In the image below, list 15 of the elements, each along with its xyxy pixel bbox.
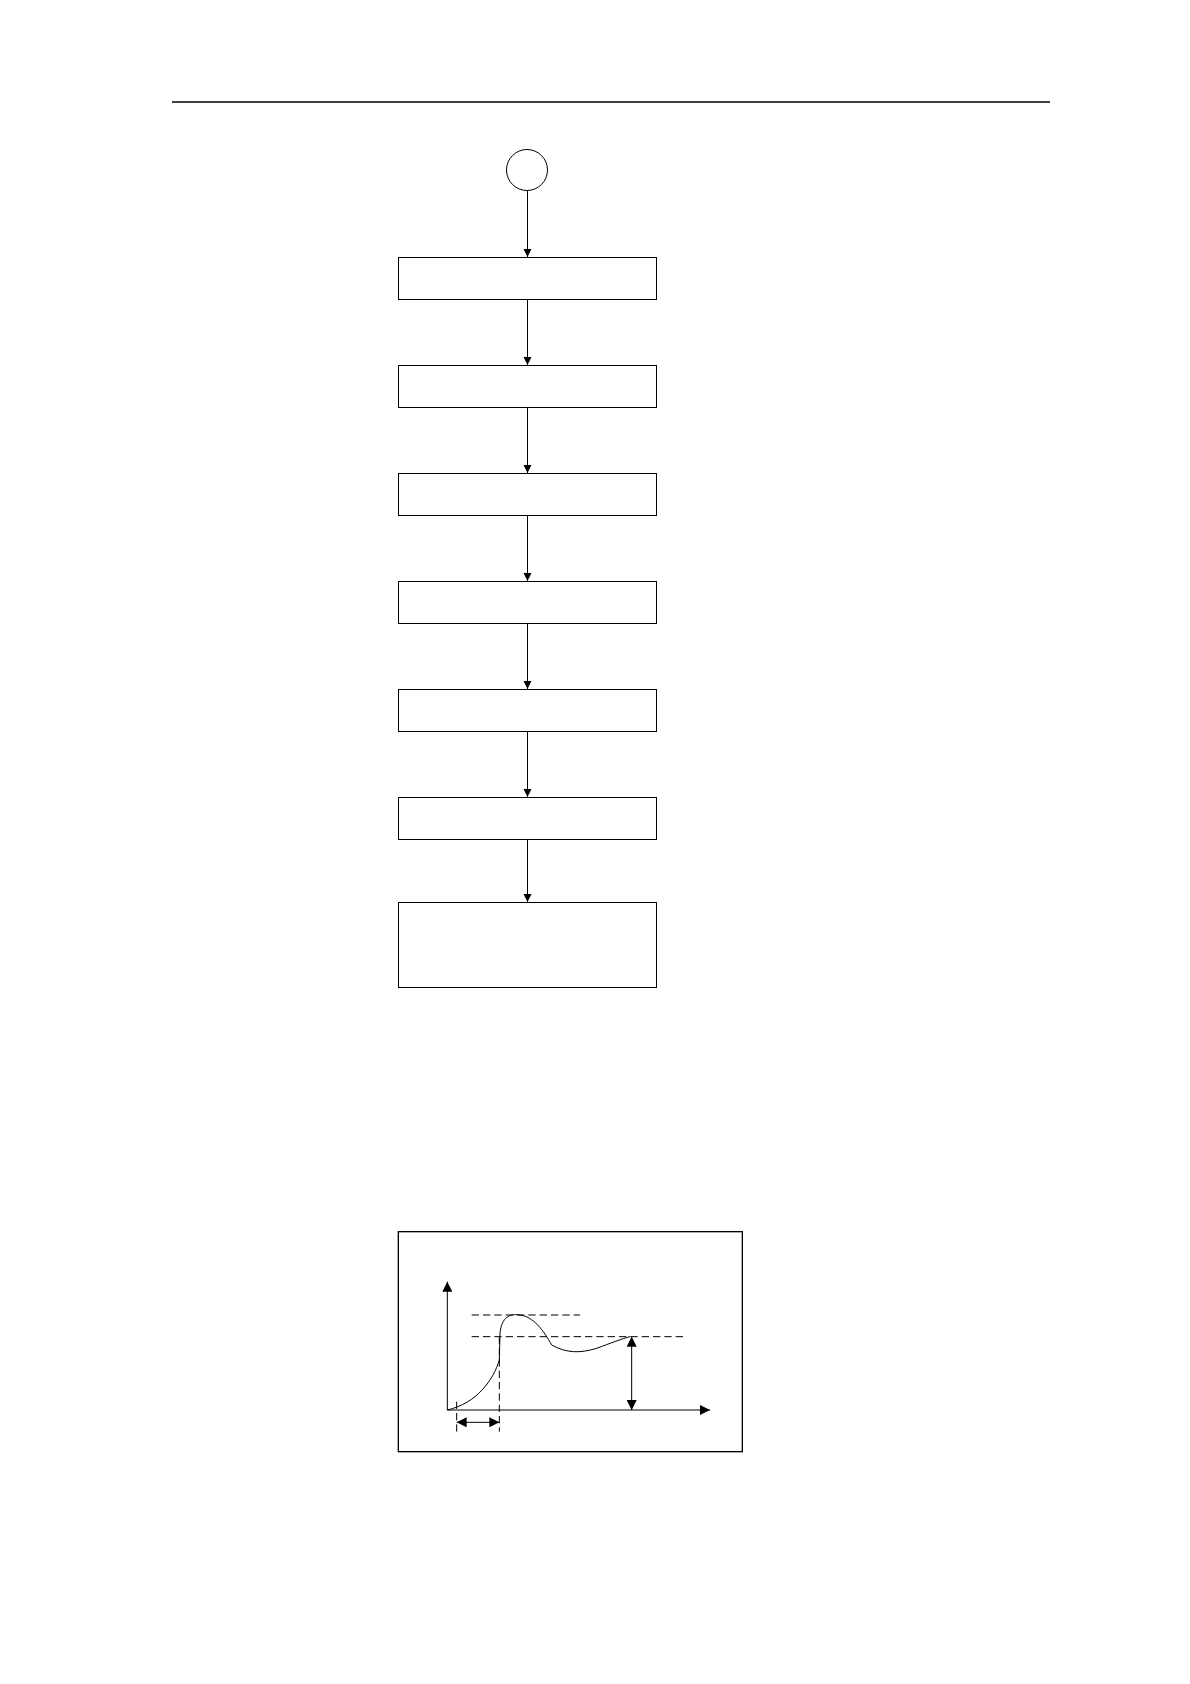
arrow — [523, 623, 532, 690]
process-box — [398, 473, 657, 516]
arrow — [523, 407, 532, 474]
process-box — [398, 797, 657, 840]
arrow — [523, 515, 532, 582]
process-box — [398, 365, 657, 408]
arrow — [523, 299, 532, 366]
process-box — [398, 257, 657, 300]
process-box — [398, 902, 657, 988]
arrow — [523, 190, 532, 258]
process-box — [398, 689, 657, 732]
process-box — [398, 581, 657, 624]
arrow — [523, 731, 532, 798]
start-circle — [506, 149, 548, 191]
arrow — [523, 839, 532, 903]
